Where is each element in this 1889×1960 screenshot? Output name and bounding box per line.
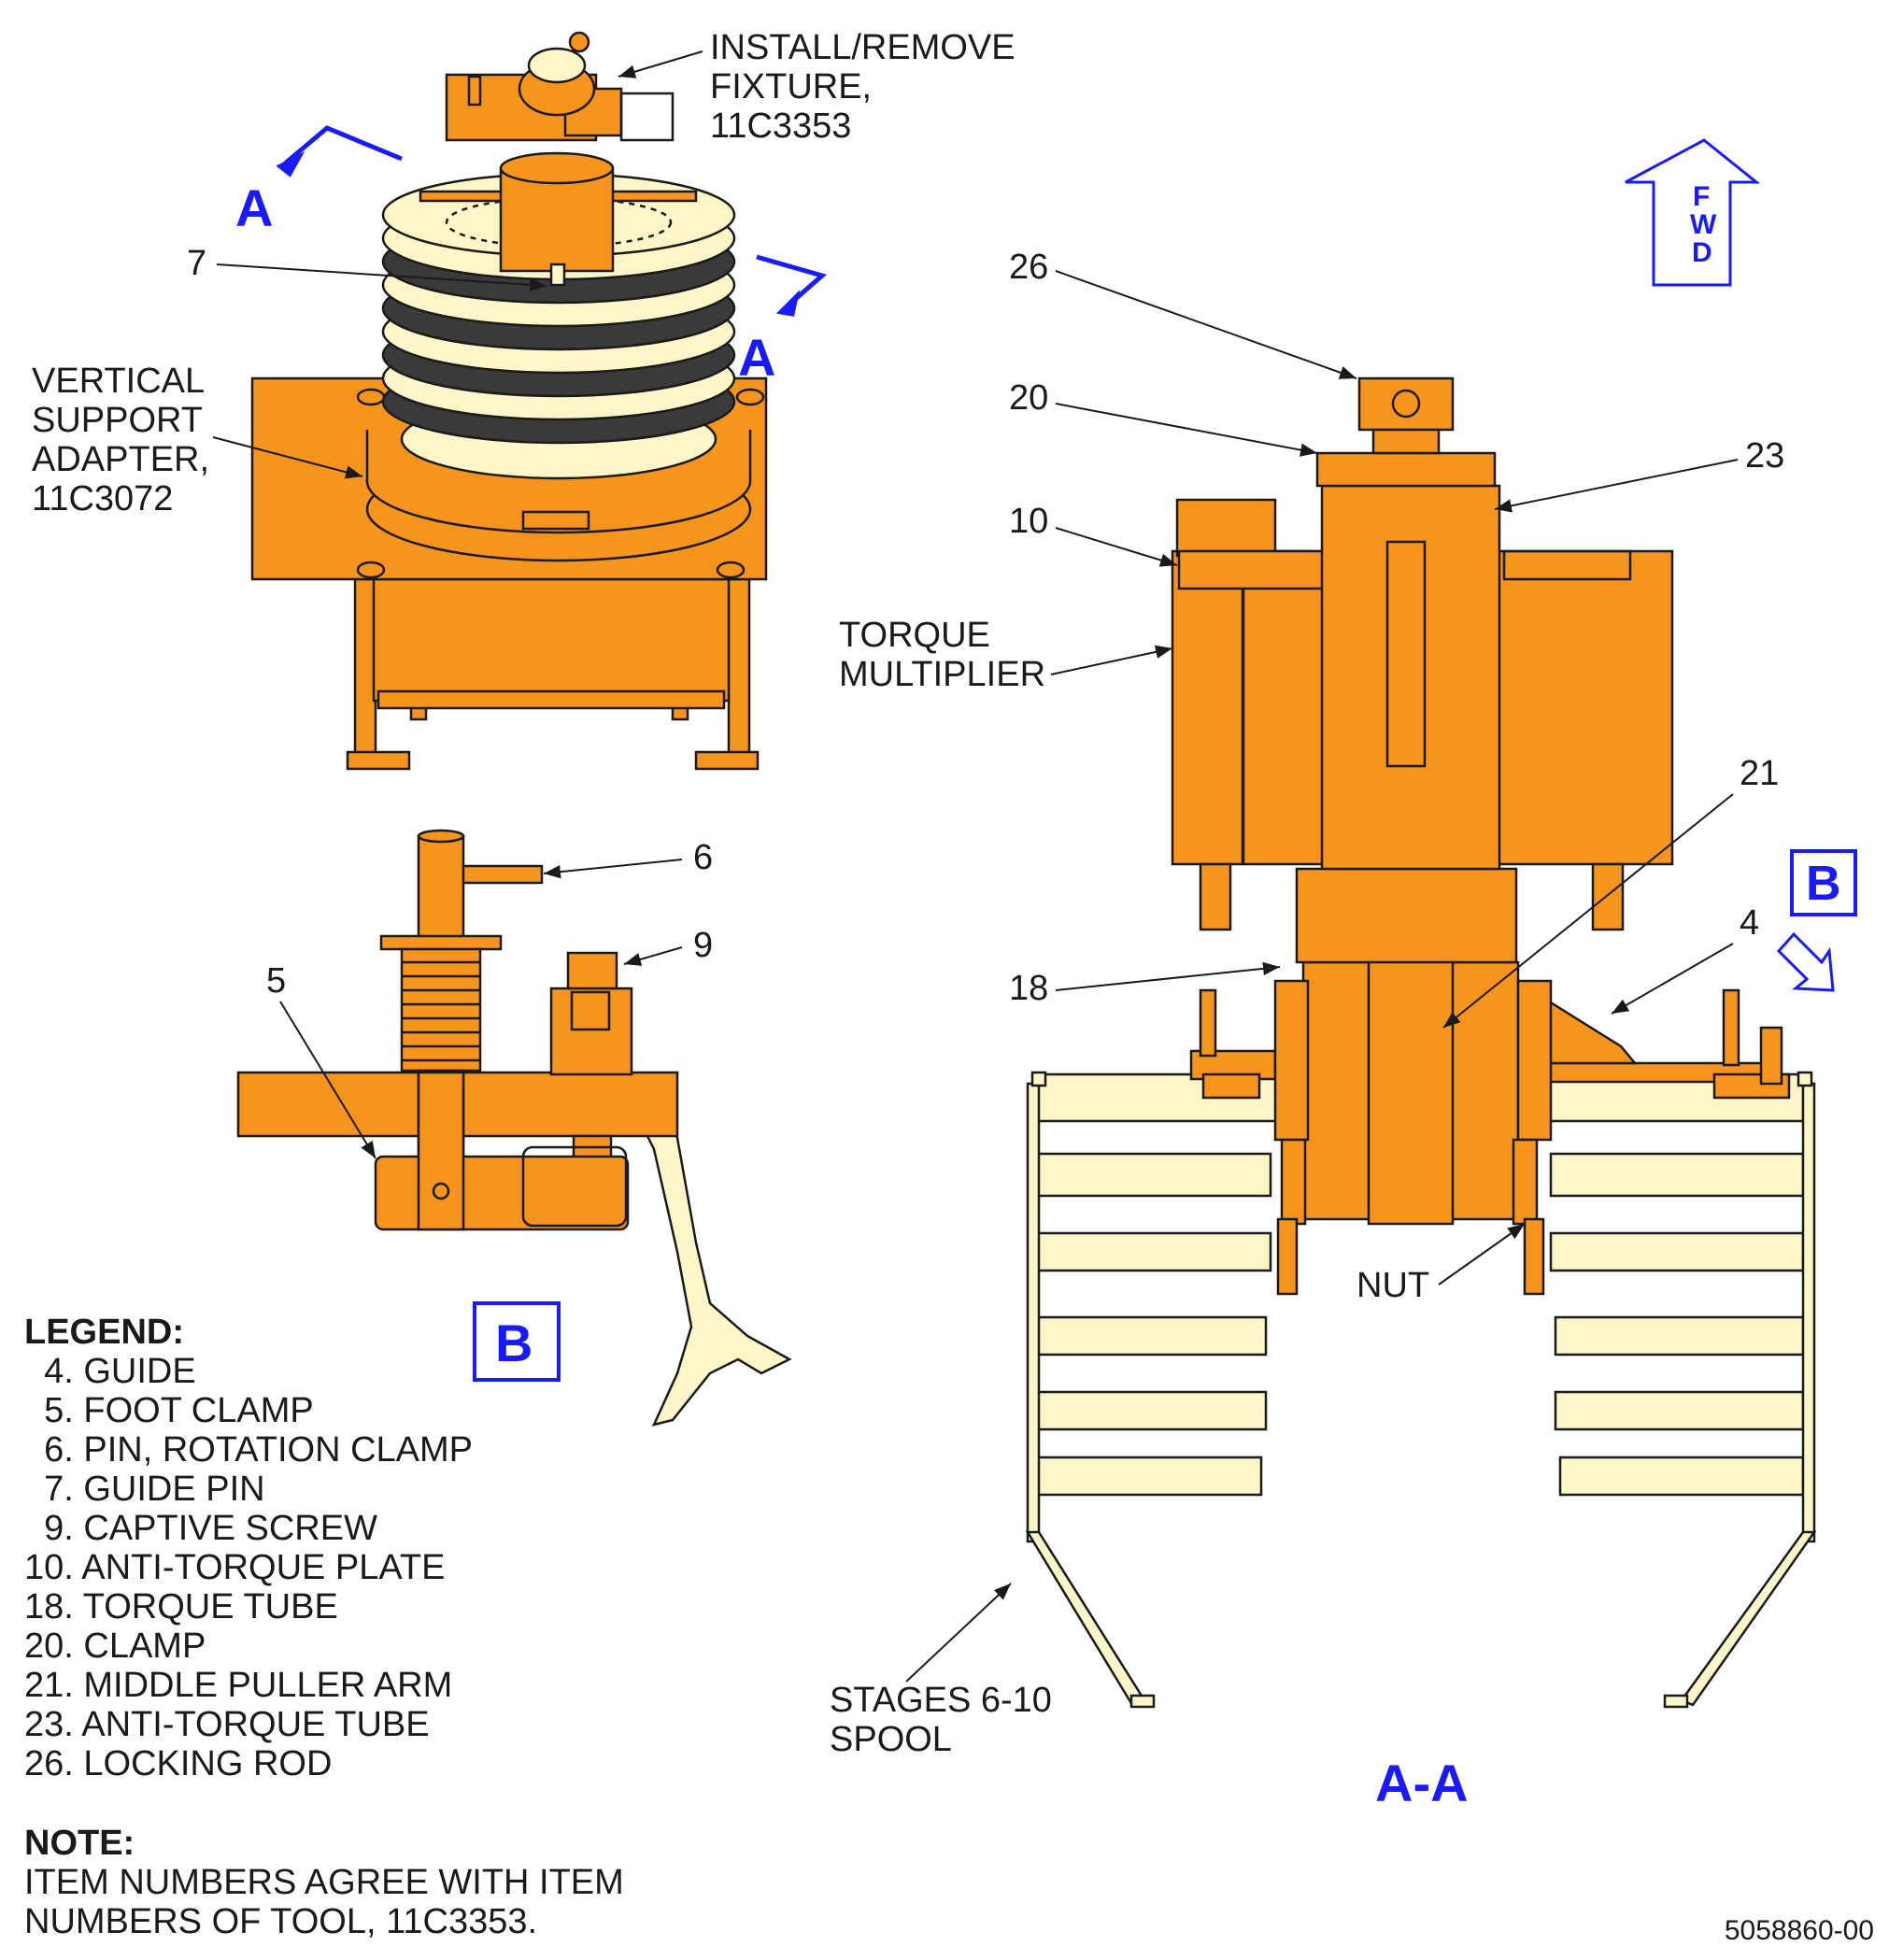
label-torque-multiplier: TORQUE MULTIPLIER bbox=[839, 616, 1045, 694]
legend: LEGEND: 4. GUIDE 5. FOOT CLAMP 6. PIN, R… bbox=[24, 1313, 473, 1783]
torque-ring bbox=[1295, 867, 1518, 964]
isometric-view bbox=[250, 31, 768, 771]
note-line: ITEM NUMBERS AGREE WITH ITEM bbox=[24, 1863, 624, 1902]
legend-item: 7. GUIDE PIN bbox=[24, 1470, 265, 1509]
foot-clamp bbox=[374, 1071, 630, 1231]
callout-20: 20 bbox=[1009, 378, 1048, 418]
view-aa-title: A-A bbox=[1375, 1754, 1469, 1812]
label-vertical-support-adapter: VERTICAL SUPPORT ADAPTER, 11C3072 bbox=[32, 362, 220, 518]
legend-item: 21. MIDDLE PULLER ARM bbox=[24, 1666, 453, 1705]
note: NOTE: ITEM NUMBERS AGREE WITH ITEM NUMBE… bbox=[24, 1824, 624, 1941]
legend-item: 9. CAPTIVE SCREW bbox=[24, 1509, 377, 1548]
section-a-marker-right: A bbox=[738, 328, 775, 387]
section-a-marker-left: A bbox=[235, 178, 273, 237]
callout-4: 4 bbox=[1740, 903, 1759, 943]
callout-6: 6 bbox=[693, 838, 713, 877]
note-line: NUMBERS OF TOOL, 11C3353. bbox=[24, 1902, 538, 1941]
callout-5: 5 bbox=[266, 961, 286, 1001]
section-cut-arrows bbox=[276, 125, 828, 317]
legend-item: 10. ANTI-TORQUE PLATE bbox=[24, 1548, 446, 1587]
fwd-letter-d: D bbox=[1692, 237, 1712, 268]
note-title: NOTE: bbox=[24, 1824, 135, 1863]
anti-torque-plate bbox=[1177, 549, 1335, 590]
clamp bbox=[1315, 451, 1497, 488]
fwd-arrow: F W D bbox=[1625, 138, 1761, 287]
legend-item: 5. FOOT CLAMP bbox=[24, 1391, 314, 1430]
legend-item: 6. PIN, ROTATION CLAMP bbox=[24, 1430, 473, 1470]
detail-b-view bbox=[236, 829, 792, 1427]
locking-rod bbox=[1357, 376, 1455, 768]
callout-10: 10 bbox=[1009, 502, 1048, 541]
install-remove-fixture bbox=[419, 31, 698, 287]
detail-b-view-arrow bbox=[1776, 931, 1835, 992]
legend-item: 20. CLAMP bbox=[24, 1626, 206, 1666]
detail-b-marker-top: B bbox=[1790, 849, 1857, 916]
legend-title: LEGEND: bbox=[24, 1313, 184, 1352]
svg-text:B: B bbox=[1806, 857, 1841, 911]
spool-stages bbox=[1025, 1071, 1817, 1709]
label-nut: NUT bbox=[1356, 1266, 1429, 1305]
drawing-number: 5058860-00 bbox=[1724, 1915, 1874, 1946]
callout-23: 23 bbox=[1745, 436, 1784, 476]
guide bbox=[1189, 988, 1791, 1100]
support-stand bbox=[346, 577, 760, 771]
callout-21: 21 bbox=[1740, 754, 1779, 793]
detail-b-marker: B bbox=[473, 1301, 561, 1382]
callout-18: 18 bbox=[1009, 969, 1048, 1008]
svg-text:B: B bbox=[495, 1314, 533, 1372]
label-install-fixture: INSTALL/REMOVE FIXTURE, 11C3353 bbox=[710, 28, 1025, 146]
detail-b-blade bbox=[632, 1110, 792, 1427]
fwd-letter-w: W bbox=[1690, 209, 1717, 240]
callout-9: 9 bbox=[693, 926, 713, 965]
legend-item: 26. LOCKING ROD bbox=[24, 1744, 333, 1783]
section-aa-view bbox=[1025, 376, 1817, 1709]
callout-7: 7 bbox=[187, 244, 206, 283]
callout-26: 26 bbox=[1009, 248, 1048, 287]
label-stages-spool: STAGES 6-10 SPOOL bbox=[830, 1681, 1062, 1759]
fwd-letter-f: F bbox=[1693, 181, 1710, 212]
legend-item: 23. ANTI-TORQUE TUBE bbox=[24, 1705, 430, 1744]
legend-item: 18. TORQUE TUBE bbox=[24, 1587, 338, 1626]
legend-item: 4. GUIDE bbox=[24, 1352, 196, 1391]
